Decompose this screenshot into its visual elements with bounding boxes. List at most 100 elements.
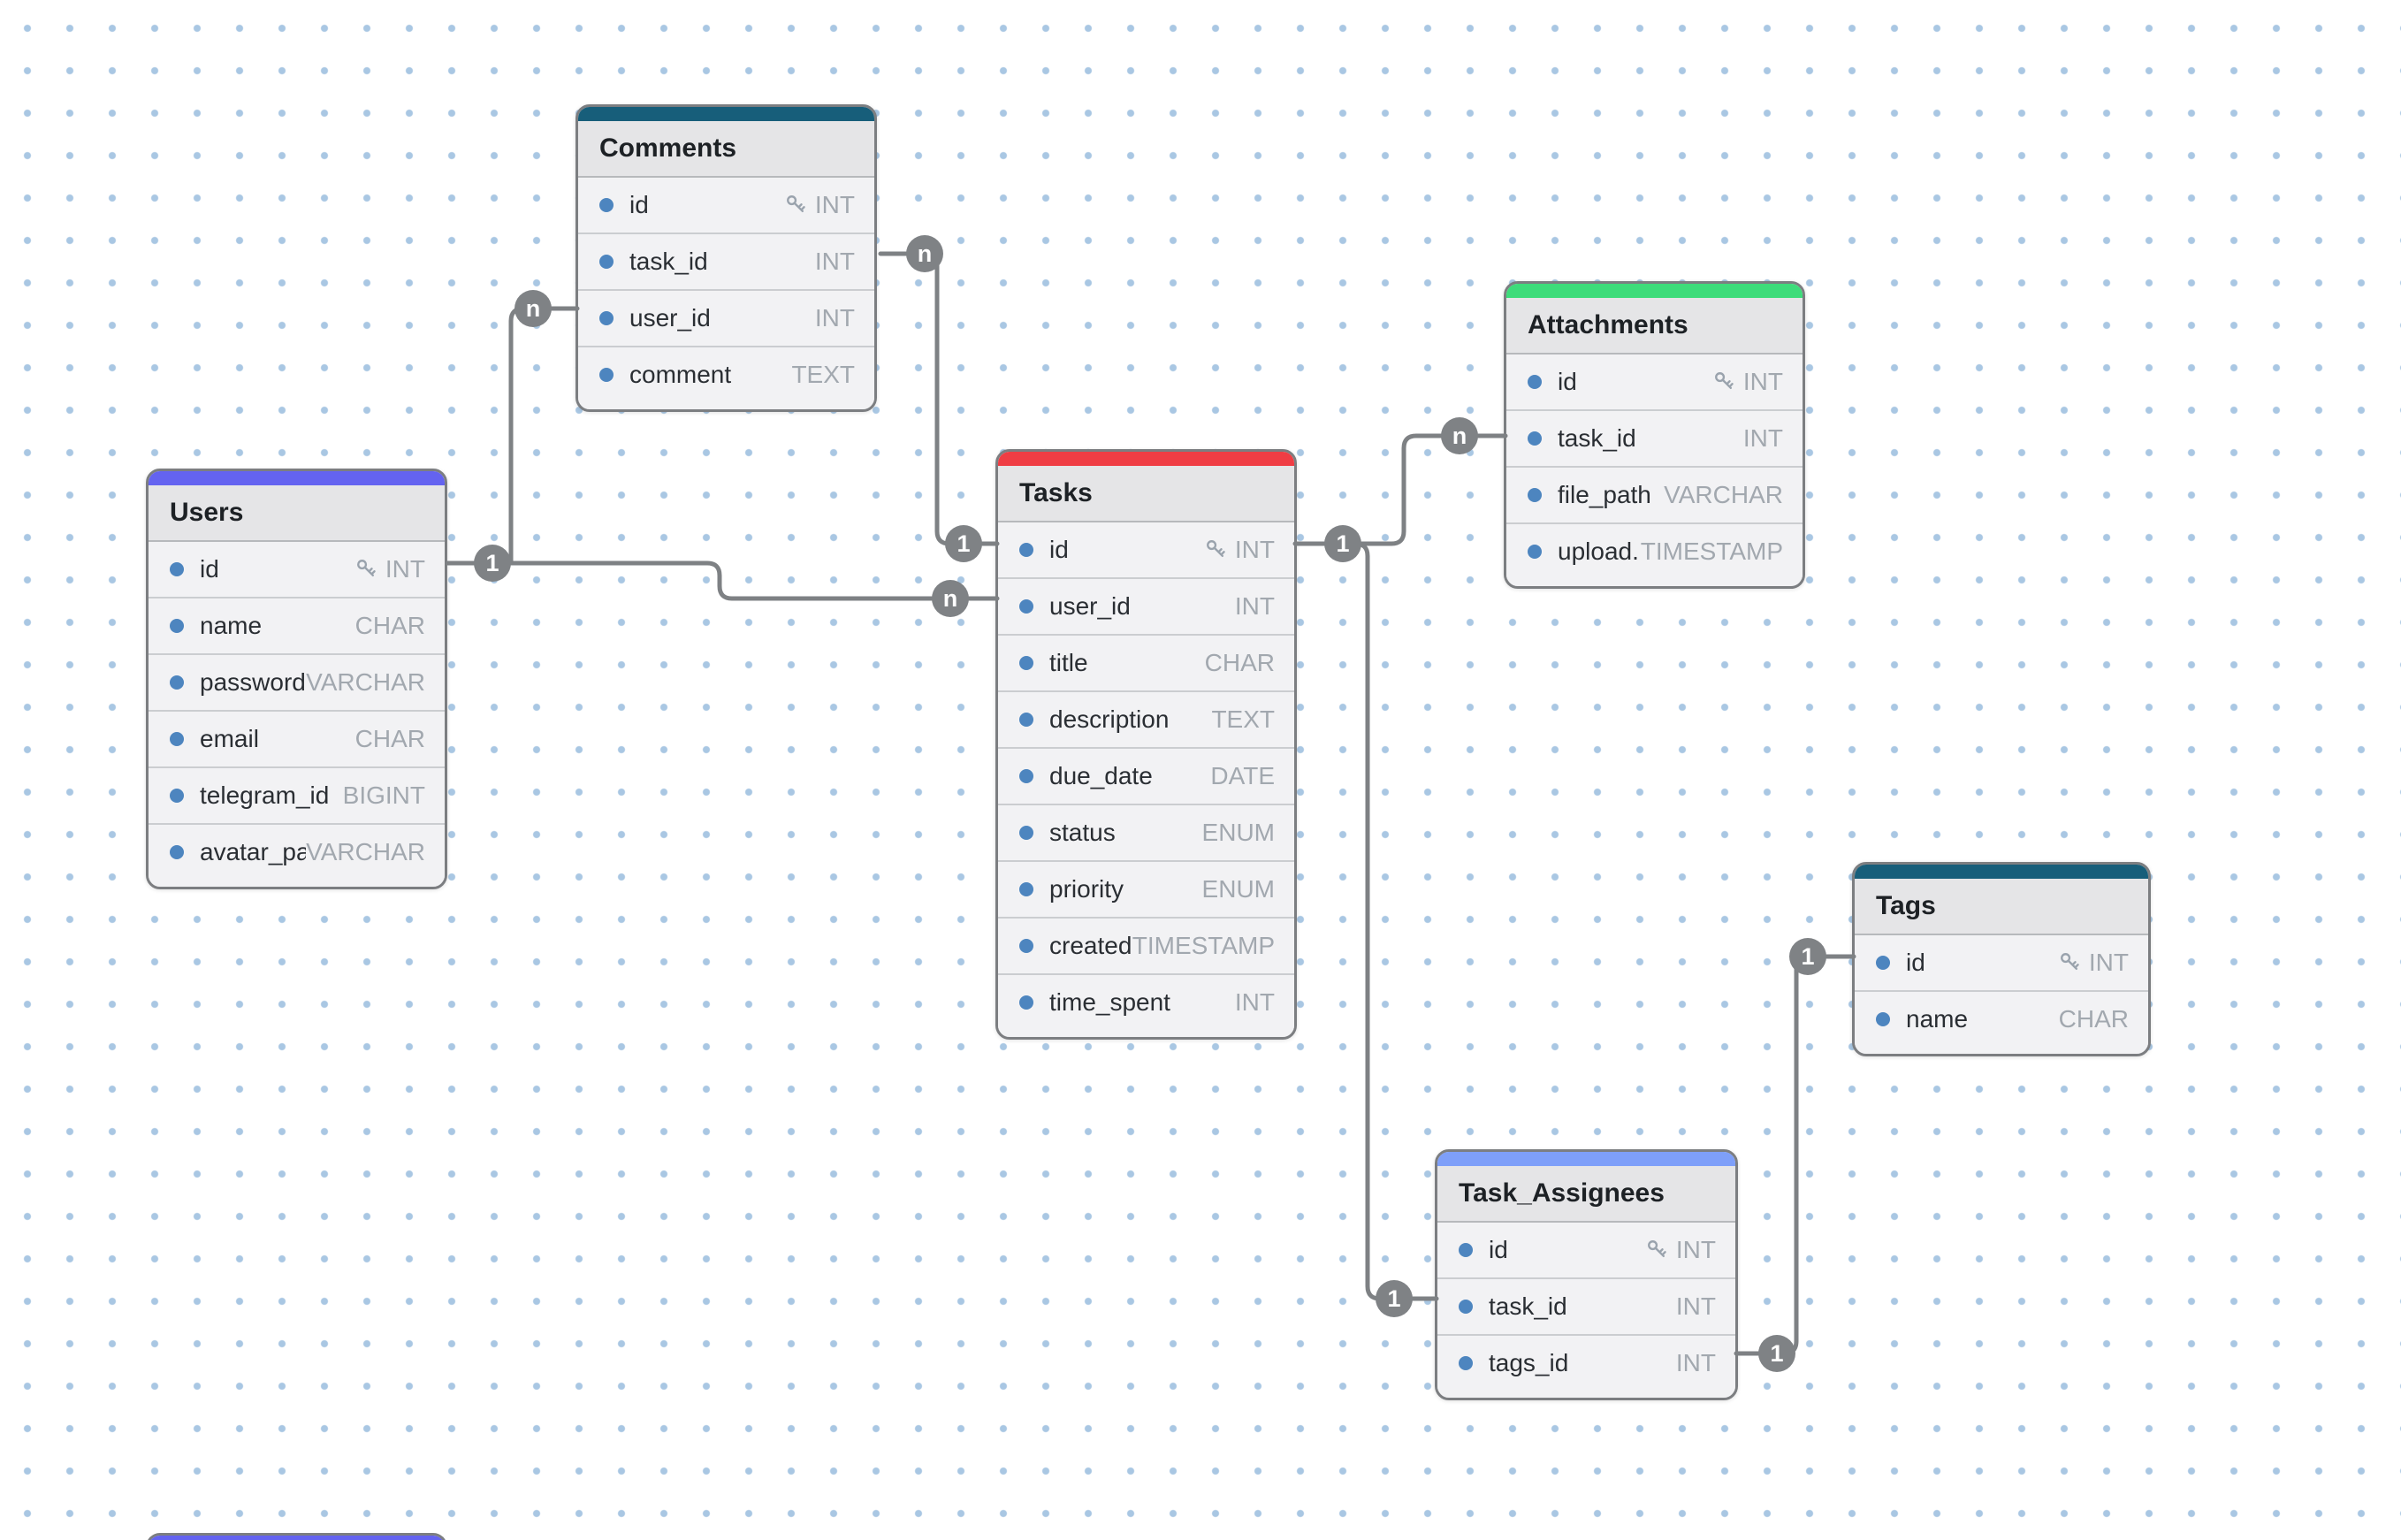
field-dot	[1019, 543, 1033, 557]
field-dot	[1019, 939, 1033, 953]
table-title: Task_Assignees	[1459, 1178, 1665, 1208]
svg-text:n: n	[943, 585, 958, 612]
field-type: VARCHAR	[306, 838, 425, 866]
svg-text:n: n	[526, 295, 541, 322]
field-row-tasks-8[interactable]: time_spent INT	[998, 973, 1294, 1030]
field-type-label: TEXT	[791, 361, 855, 388]
table-header-attachments[interactable]: Attachments	[1506, 298, 1803, 355]
field-name: upload...	[1558, 537, 1641, 565]
field-type: ENUM	[1202, 875, 1275, 903]
field-type-label: INT	[1675, 1236, 1716, 1263]
field-row-users-5[interactable]: avatar_pa...VARCHAR	[149, 823, 445, 880]
field-dot	[170, 562, 184, 576]
field-name: name	[1906, 1005, 1969, 1033]
table-header-task_assignees[interactable]: Task_Assignees	[1437, 1166, 1735, 1223]
table-header-users[interactable]: Users	[149, 485, 445, 542]
field-type-label: TEXT	[1211, 705, 1275, 733]
relationship-wire-1	[508, 306, 580, 564]
table-header-tasks[interactable]: Tasks	[998, 466, 1294, 522]
field-name: user_id	[1049, 592, 1131, 620]
field-dot	[1459, 1300, 1473, 1314]
field-type-label: CHAR	[354, 725, 425, 752]
field-name: id	[1558, 368, 1577, 395]
field-type: CHAR	[355, 725, 425, 753]
field-type-label: INT	[1234, 592, 1275, 620]
field-type-label: CHAR	[354, 612, 425, 639]
relationship-wire-4	[1340, 541, 1439, 1301]
field-dot	[1019, 599, 1033, 614]
field-type-label: INT	[1675, 1292, 1716, 1320]
svg-text:n: n	[1452, 423, 1467, 449]
table-title: Attachments	[1528, 310, 1688, 339]
field-type-label: VARCHAR	[306, 668, 425, 696]
field-row-attachments-0[interactable]: id INT	[1506, 355, 1803, 409]
field-name: id	[1489, 1236, 1508, 1263]
field-name: title	[1049, 649, 1088, 676]
cardinality-badge: 1	[1324, 525, 1361, 562]
field-type-label: TIMESTAMP	[1132, 932, 1275, 959]
cardinality-badge: n	[1441, 417, 1478, 454]
field-dot	[1459, 1356, 1473, 1370]
field-dot	[1528, 545, 1542, 559]
field-type-label: ENUM	[1201, 875, 1275, 903]
field-dot	[170, 675, 184, 690]
svg-text:1: 1	[1336, 530, 1349, 557]
field-name: user_id	[629, 304, 711, 332]
field-type-label: INT	[1742, 368, 1783, 395]
field-type-label: INT	[1234, 988, 1275, 1016]
table-header-tags[interactable]: Tags	[1855, 879, 2148, 935]
partial-table[interactable]	[146, 1533, 447, 1540]
field-row-tasks-1[interactable]: user_id INT	[998, 577, 1294, 634]
field-row-users-1[interactable]: name CHAR	[149, 597, 445, 653]
table-header-comments[interactable]: Comments	[578, 121, 874, 178]
field-type: INT	[1646, 1236, 1716, 1264]
field-type: INT	[1676, 1292, 1716, 1321]
field-name: telegram_id	[200, 781, 330, 809]
field-row-attachments-3[interactable]: upload...TIMESTAMP	[1506, 522, 1803, 579]
field-name: time_spent	[1049, 988, 1170, 1016]
field-name: name	[200, 612, 263, 639]
cardinality-badge: n	[514, 290, 552, 327]
field-dot	[1528, 375, 1542, 389]
table-title: Tags	[1876, 891, 1936, 920]
field-name: id	[1049, 536, 1069, 563]
field-row-task_assignees-0[interactable]: id INT	[1437, 1223, 1735, 1277]
table-accent-bar	[149, 1536, 445, 1540]
field-dot	[1019, 882, 1033, 896]
relationship-wire-2	[445, 560, 1000, 601]
field-row-tasks-7[interactable]: created...TIMESTAMP	[998, 917, 1294, 973]
field-dot	[1019, 826, 1033, 840]
field-dot	[170, 732, 184, 746]
field-type-label: ENUM	[1201, 819, 1275, 846]
field-dot	[1528, 431, 1542, 446]
table-title: Tasks	[1019, 478, 1093, 507]
